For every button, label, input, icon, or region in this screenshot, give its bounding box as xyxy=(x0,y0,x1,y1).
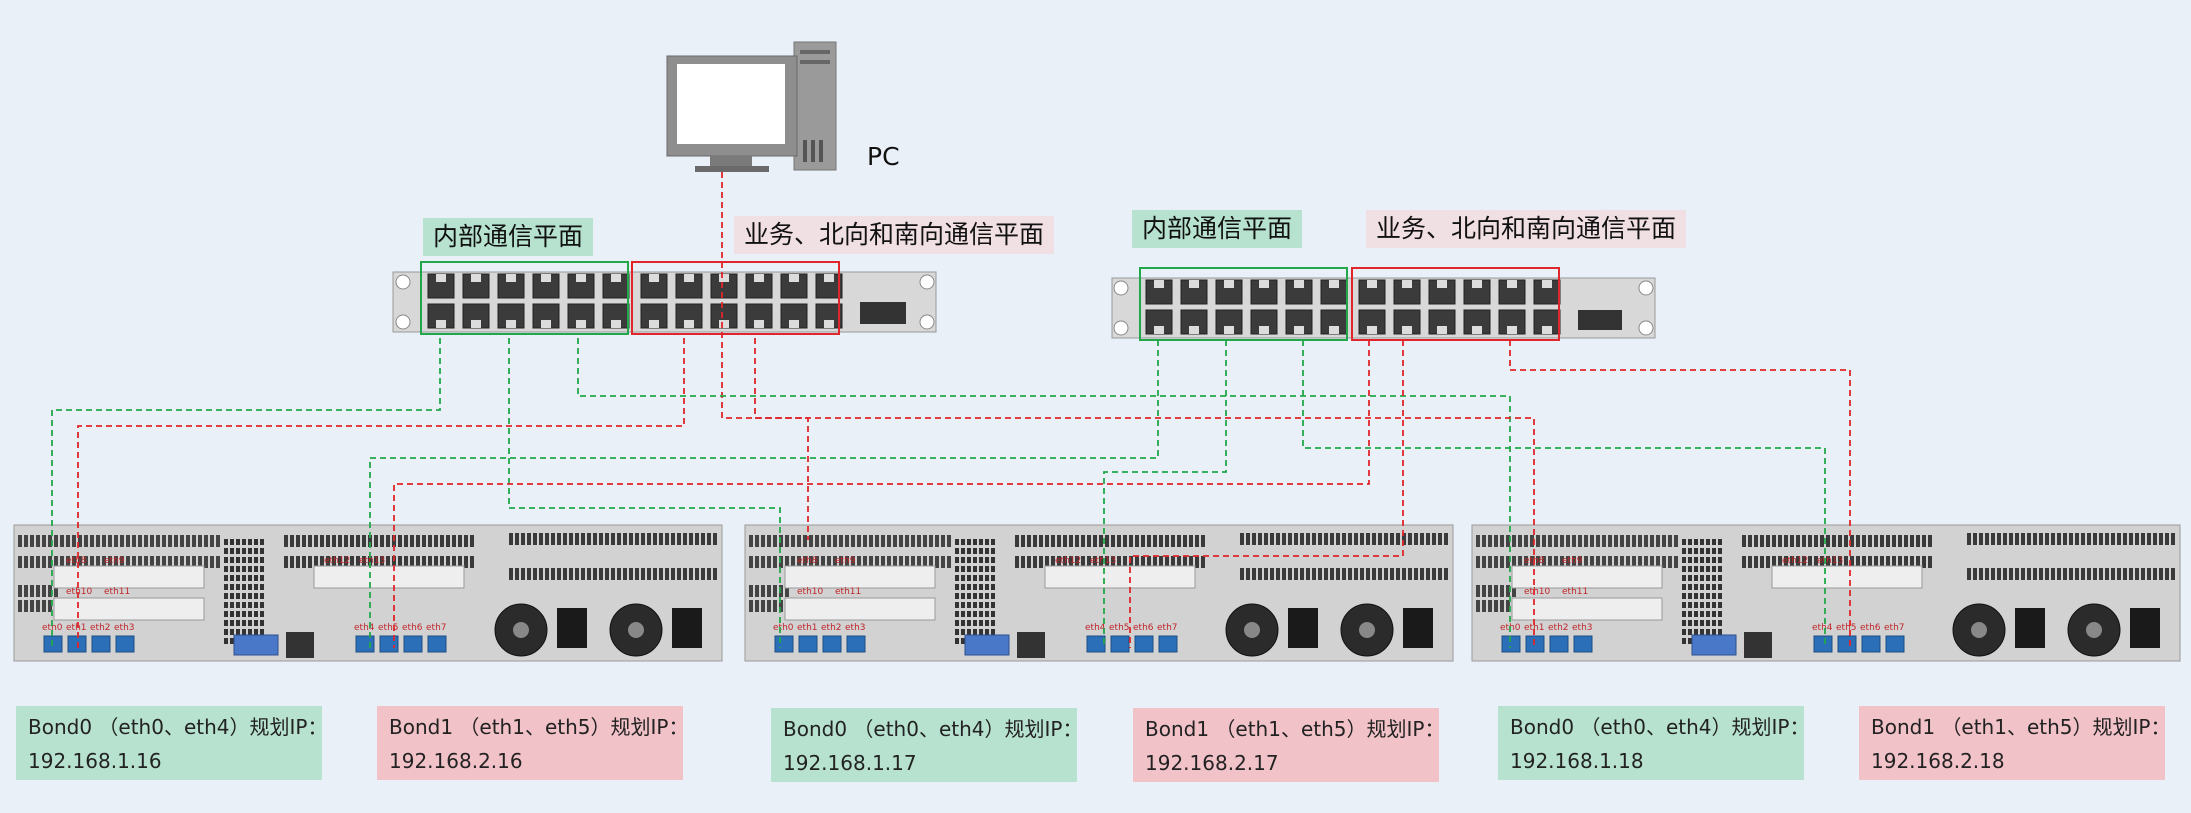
server-port-label: eth13 xyxy=(359,556,385,566)
server-port-label: eth2 xyxy=(821,623,842,633)
switch-right-service-plane-label: 业务、北向和南向通信平面 xyxy=(1366,210,1687,248)
bond0-title: Bond0 （eth0、eth4）规划IP： xyxy=(28,715,328,739)
server-port-label: eth2 xyxy=(1548,623,1569,633)
switch-port xyxy=(1463,279,1491,305)
bond1-title: Bond1 （eth1、eth5）规划IP： xyxy=(389,715,689,739)
server-port-label: eth5 xyxy=(1836,623,1857,633)
switch-right xyxy=(1111,267,1656,341)
switch-left-service-plane-label: 业务、北向和南向通信平面 xyxy=(734,216,1055,254)
switch-right-internal-plane-label: 内部通信平面 xyxy=(1132,210,1303,248)
switch-port xyxy=(710,303,738,329)
server-port-label: eth2 xyxy=(90,623,111,633)
connection-line xyxy=(369,340,1159,648)
server-port-label: eth11 xyxy=(1562,587,1588,597)
switch-port xyxy=(1180,309,1208,335)
server2-bond0-box: Bond0 （eth0、eth4）规划IP： 192.168.1.17 xyxy=(771,708,1083,782)
switch-port xyxy=(427,273,455,299)
switch-port xyxy=(1215,309,1243,335)
bond1-title: Bond1 （eth1、eth5）规划IP： xyxy=(1145,717,1445,741)
server-port-label: eth7 xyxy=(1157,623,1178,633)
server-port-label: eth12 xyxy=(1782,556,1808,566)
connection-line xyxy=(508,338,781,648)
connection-line xyxy=(754,338,1535,648)
service-plane-port-group xyxy=(1351,267,1560,341)
connection-line xyxy=(51,338,441,648)
server-port-label: eth4 xyxy=(1085,623,1106,633)
server-port-label: eth1 xyxy=(1524,623,1545,633)
server-port-label: eth5 xyxy=(378,623,399,633)
server-port-label: eth12 xyxy=(324,556,350,566)
server-port-label: eth8 xyxy=(66,556,87,566)
bond0-title: Bond0 （eth0、eth4）规划IP： xyxy=(783,717,1083,741)
connection-line xyxy=(1509,340,1851,648)
server1-bond0-box: Bond0 （eth0、eth4）规划IP： 192.168.1.16 xyxy=(16,706,328,780)
server-port-label: eth1 xyxy=(797,623,818,633)
pc-link-line xyxy=(721,172,809,540)
bond0-ip: 192.168.1.18 xyxy=(1510,749,1644,773)
server-port-label: eth3 xyxy=(114,623,135,633)
server-port-label: eth10 xyxy=(66,587,92,597)
server-port-label: eth8 xyxy=(797,556,818,566)
bond0-title: Bond0 （eth0、eth4）规划IP： xyxy=(1510,715,1810,739)
connection-line xyxy=(1129,340,1404,648)
server3-bond0-box: Bond0 （eth0、eth4）规划IP： 192.168.1.18 xyxy=(1498,706,1810,780)
server-port-label: eth11 xyxy=(104,587,130,597)
bond1-ip: 192.168.2.18 xyxy=(1871,749,2005,773)
desktop-computer-icon xyxy=(666,41,837,172)
server-port-label: eth1 xyxy=(66,623,87,633)
server3-bond1-box: Bond1 （eth1、eth5）规划IP： 192.168.2.18 xyxy=(1859,706,2171,780)
switch-port xyxy=(745,303,773,329)
server-port-label: eth7 xyxy=(426,623,447,633)
server-port-label: eth9 xyxy=(835,556,856,566)
switch-left-internal-plane-label: 内部通信平面 xyxy=(423,218,594,256)
server1-bond1-box: Bond1 （eth1、eth5）规划IP： 192.168.2.16 xyxy=(377,706,689,780)
connection-line xyxy=(1302,340,1826,648)
server-port-label: eth3 xyxy=(845,623,866,633)
bond1-ip: 192.168.2.17 xyxy=(1145,751,1279,775)
server-port-label: eth4 xyxy=(354,623,375,633)
bond0-ip: 192.168.1.16 xyxy=(28,749,162,773)
server-port-label: eth10 xyxy=(1524,587,1550,597)
pc-label: PC xyxy=(867,142,900,171)
server-port-label: eth12 xyxy=(1055,556,1081,566)
server-port-label: eth4 xyxy=(1812,623,1833,633)
server-port-label: eth5 xyxy=(1109,623,1130,633)
server-port-label: eth6 xyxy=(402,623,423,633)
server-port-label: eth9 xyxy=(1562,556,1583,566)
switch-left xyxy=(392,261,937,335)
server-port-label: eth3 xyxy=(1572,623,1593,633)
server-port-label: eth11 xyxy=(835,587,861,597)
server-port-label: eth9 xyxy=(104,556,125,566)
server-port-label: eth10 xyxy=(797,587,823,597)
server-port-label: eth6 xyxy=(1860,623,1881,633)
bond0-ip: 192.168.1.17 xyxy=(783,751,917,775)
server-port-label: eth0 xyxy=(42,623,63,633)
bond1-title: Bond1 （eth1、eth5）规划IP： xyxy=(1871,715,2171,739)
server-port-label: eth0 xyxy=(773,623,794,633)
server2-bond1-box: Bond1 （eth1、eth5）规划IP： 192.168.2.17 xyxy=(1133,708,1445,782)
server-port-label: eth13 xyxy=(1817,556,1843,566)
internal-plane-port-group xyxy=(1139,267,1348,341)
connection-line xyxy=(1103,340,1227,648)
connection-line xyxy=(577,338,1511,648)
server-port-label: eth6 xyxy=(1133,623,1154,633)
connection-line xyxy=(393,340,1370,648)
server-port-label: eth7 xyxy=(1884,623,1905,633)
connection-line xyxy=(77,338,685,648)
internal-plane-port-group xyxy=(420,261,629,335)
service-plane-port-group xyxy=(631,261,840,335)
bond1-ip: 192.168.2.16 xyxy=(389,749,523,773)
